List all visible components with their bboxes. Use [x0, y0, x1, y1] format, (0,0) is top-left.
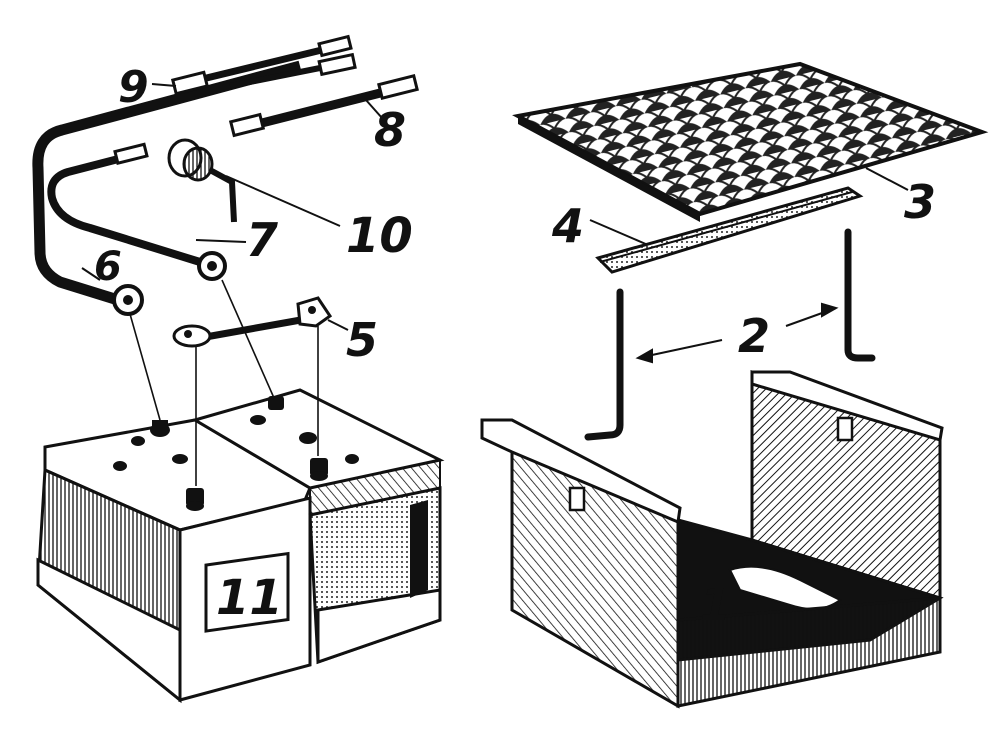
- label-8-leader: [365, 99, 383, 119]
- label-part-9: 9: [118, 62, 149, 113]
- cable-8: [228, 74, 419, 138]
- battery-box: [480, 369, 944, 709]
- label-3-leader: [865, 167, 909, 191]
- label-7-leader: [195, 239, 247, 243]
- label-10-leader: [225, 175, 341, 227]
- cable-7: [47, 142, 227, 281]
- label-part-1: 1: [700, 580, 731, 631]
- label-2-leaders: [635, 302, 839, 364]
- label-part-10: 10: [346, 208, 413, 264]
- label-part-3: 3: [904, 175, 936, 229]
- grommet-10: [167, 138, 237, 223]
- clamp-rods: [584, 228, 876, 441]
- label-part-8: 8: [374, 103, 406, 157]
- label-part-7: 7: [246, 213, 278, 267]
- label-part-6: 6: [94, 244, 122, 290]
- connector-5: [172, 296, 333, 348]
- label-4-leader: [589, 219, 649, 246]
- label-6-leader: [81, 267, 101, 281]
- label-5-leader: [327, 319, 349, 331]
- battery-left: [36, 418, 312, 704]
- label-part-11: 11: [216, 570, 283, 626]
- label-part-5: 5: [346, 313, 378, 367]
- cable-9: [170, 34, 357, 96]
- assembly-guide-lines: [129, 279, 319, 486]
- cable-6: [32, 60, 302, 316]
- label-part-2: 2: [738, 309, 770, 363]
- rubber-mat: [512, 61, 989, 222]
- retaining-bar: [595, 186, 864, 274]
- label-part-4: 4: [551, 199, 584, 253]
- label-9-leader: [151, 83, 177, 87]
